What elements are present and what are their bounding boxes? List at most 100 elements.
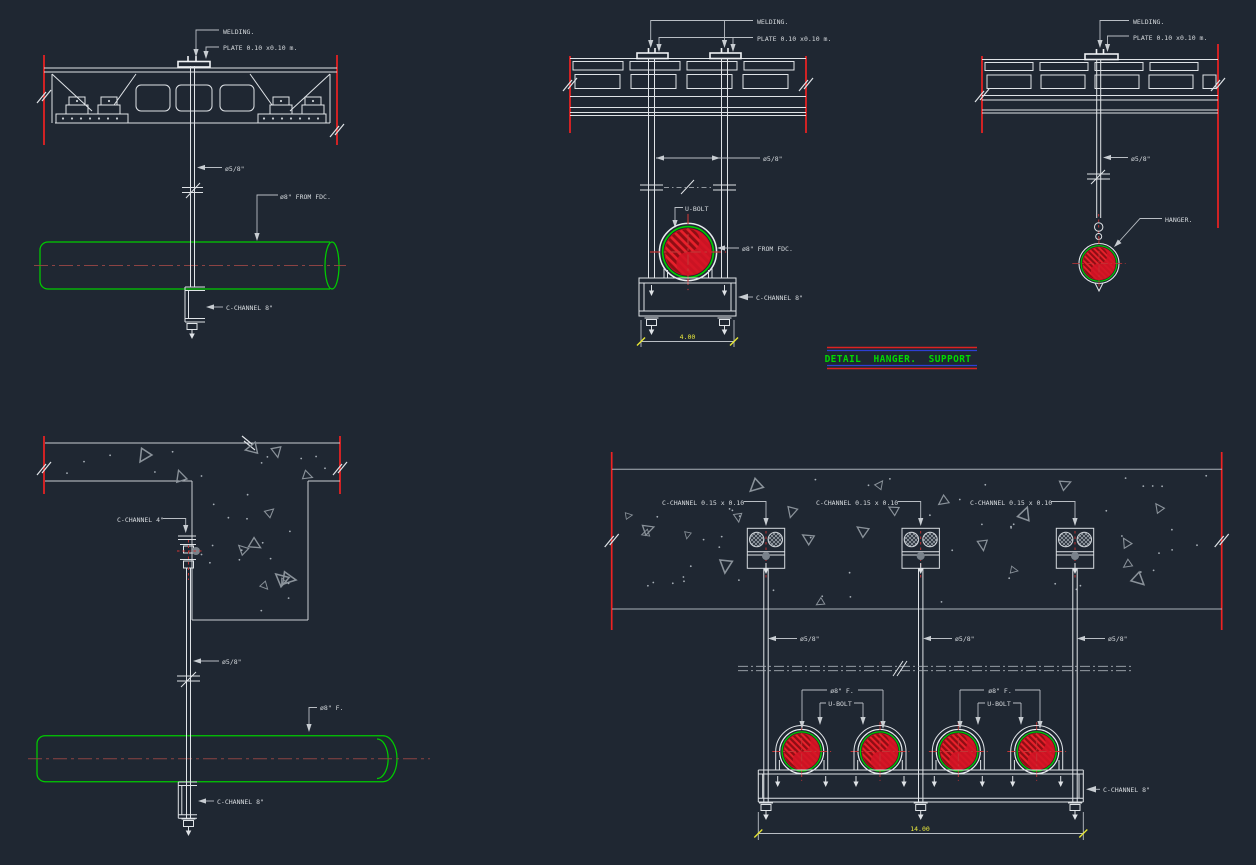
concrete-dot — [809, 536, 812, 539]
leader-line — [650, 20, 753, 50]
channel-inserts — [746, 527, 1095, 578]
concrete-dot — [83, 460, 85, 463]
concrete-dot — [1158, 552, 1160, 554]
concrete-dot — [738, 515, 741, 517]
concrete-dot — [269, 557, 272, 560]
concrete-dot — [1054, 582, 1057, 585]
concrete-dot — [1151, 485, 1154, 487]
label-rod-diameter: ø5/8" — [225, 165, 245, 173]
label-u-bolt: U-BOLT — [828, 700, 852, 708]
concrete-dot — [200, 475, 203, 477]
dim-text-width: 4.00 — [680, 333, 696, 341]
slab-outline — [612, 468, 1222, 610]
break-line-red — [569, 56, 807, 133]
concrete-dot — [1205, 474, 1208, 477]
concrete-dot — [1010, 525, 1012, 528]
label-c-channel: C-CHANNEL 8" — [226, 304, 273, 312]
label-u-bolt: U-BOLT — [987, 700, 1011, 708]
concrete-dot — [1152, 569, 1155, 572]
deck-bearing-plates — [55, 96, 327, 124]
concrete-dot — [984, 483, 987, 486]
title-rule-red — [827, 346, 977, 370]
concrete-dot — [211, 544, 214, 547]
view-top-left-deck-hanger: WELDING. PLATE 0.10 x0.10 m. ø5/8" ø8" F… — [34, 28, 346, 340]
concrete-dot — [958, 498, 961, 501]
break-line-red — [43, 55, 338, 145]
concrete-dot — [738, 579, 740, 581]
concrete-dot — [1008, 577, 1011, 580]
concrete-dot — [212, 503, 215, 506]
label-pipe: ø8" FROM FDC. — [280, 193, 331, 201]
concrete-texture — [624, 474, 1208, 609]
rod-break-symbol — [1087, 169, 1110, 185]
concrete-dot — [867, 484, 870, 487]
label-insert: C-CHANNEL 0.15 x 0.10 — [662, 499, 744, 507]
u-bolt-legs — [663, 268, 713, 279]
concrete-dot — [1161, 485, 1163, 488]
break-line-red — [981, 44, 1219, 228]
dim-line — [757, 812, 1084, 840]
concrete-dot — [246, 517, 248, 520]
label-plate: PLATE 0.10 x0.10 m. — [1133, 34, 1207, 42]
concrete-dot — [260, 462, 263, 464]
title-rule-blue — [827, 349, 977, 367]
concrete-dot — [702, 538, 705, 541]
concrete-dot — [1139, 571, 1142, 573]
label-rod-diameter: ø5/8" — [800, 635, 820, 643]
channel-frame — [638, 277, 737, 317]
view-top-right-clevis-hanger: WELDING. PLATE 0.10 x0.10 m. ø5/8" HANGE… — [974, 18, 1226, 293]
concrete-dot — [689, 565, 692, 568]
c-channel-clamp — [177, 781, 197, 819]
turnbuckle-eye — [1094, 222, 1104, 232]
concrete-dot — [652, 581, 655, 584]
label-rod-diameter: ø5/8" — [1108, 635, 1128, 643]
concrete-dot — [720, 535, 723, 538]
channel-insert — [746, 527, 786, 578]
concrete-dot — [1171, 549, 1173, 551]
concrete-dot — [728, 508, 731, 510]
concrete-dot — [246, 493, 249, 496]
weld-plate — [636, 52, 669, 60]
concrete-dot — [287, 597, 290, 599]
concrete-dot — [849, 596, 852, 598]
concrete-dot — [171, 450, 174, 453]
concrete-dot — [671, 582, 674, 585]
label-rod-diameter: ø5/8" — [222, 658, 242, 666]
concrete-dot — [731, 509, 734, 512]
rod-break-symbol — [177, 671, 200, 688]
concrete-dot — [889, 478, 891, 480]
leader-line — [256, 194, 278, 239]
weld-marks — [647, 48, 729, 53]
label-rod-diameter: ø5/8" — [955, 635, 975, 643]
concrete-dot — [1196, 544, 1198, 547]
c-channel-clamp — [184, 286, 205, 323]
rod-break-symbol — [182, 182, 203, 199]
concrete-dot — [266, 456, 269, 458]
dim-text-width: 14.00 — [910, 825, 930, 833]
deck-void — [135, 84, 171, 112]
concrete-dot — [240, 549, 243, 552]
hanger-rod — [1096, 59, 1102, 218]
view-bottom-right-multi-hanger: C-CHANNEL 0.15 x 0.10 C-CHANNEL 0.15 x 0… — [604, 452, 1230, 840]
label-rod-diameter: ø5/8" — [1131, 155, 1151, 163]
leader-line — [744, 501, 1076, 524]
channel-insert — [901, 527, 940, 578]
hanger-rods — [763, 568, 1078, 802]
slab-outline — [570, 58, 806, 116]
label-rod-diameter: ø5/8" — [763, 155, 783, 163]
concrete-dot — [261, 541, 264, 544]
concrete-dot — [109, 454, 111, 457]
label-insert: C-CHANNEL 0.15 x 0.10 — [816, 499, 898, 507]
channel-insert — [1055, 527, 1095, 578]
dim-line — [640, 320, 735, 347]
label-pipe: ø8" F. — [988, 687, 1011, 695]
section-centerline — [738, 665, 1133, 672]
leader-line — [801, 689, 1041, 727]
leader-line — [308, 707, 317, 730]
concrete-dot — [1105, 509, 1108, 512]
label-u-bolt: U-BOLT — [685, 205, 709, 213]
concrete-dot — [940, 601, 943, 603]
concrete-dot — [682, 576, 685, 578]
